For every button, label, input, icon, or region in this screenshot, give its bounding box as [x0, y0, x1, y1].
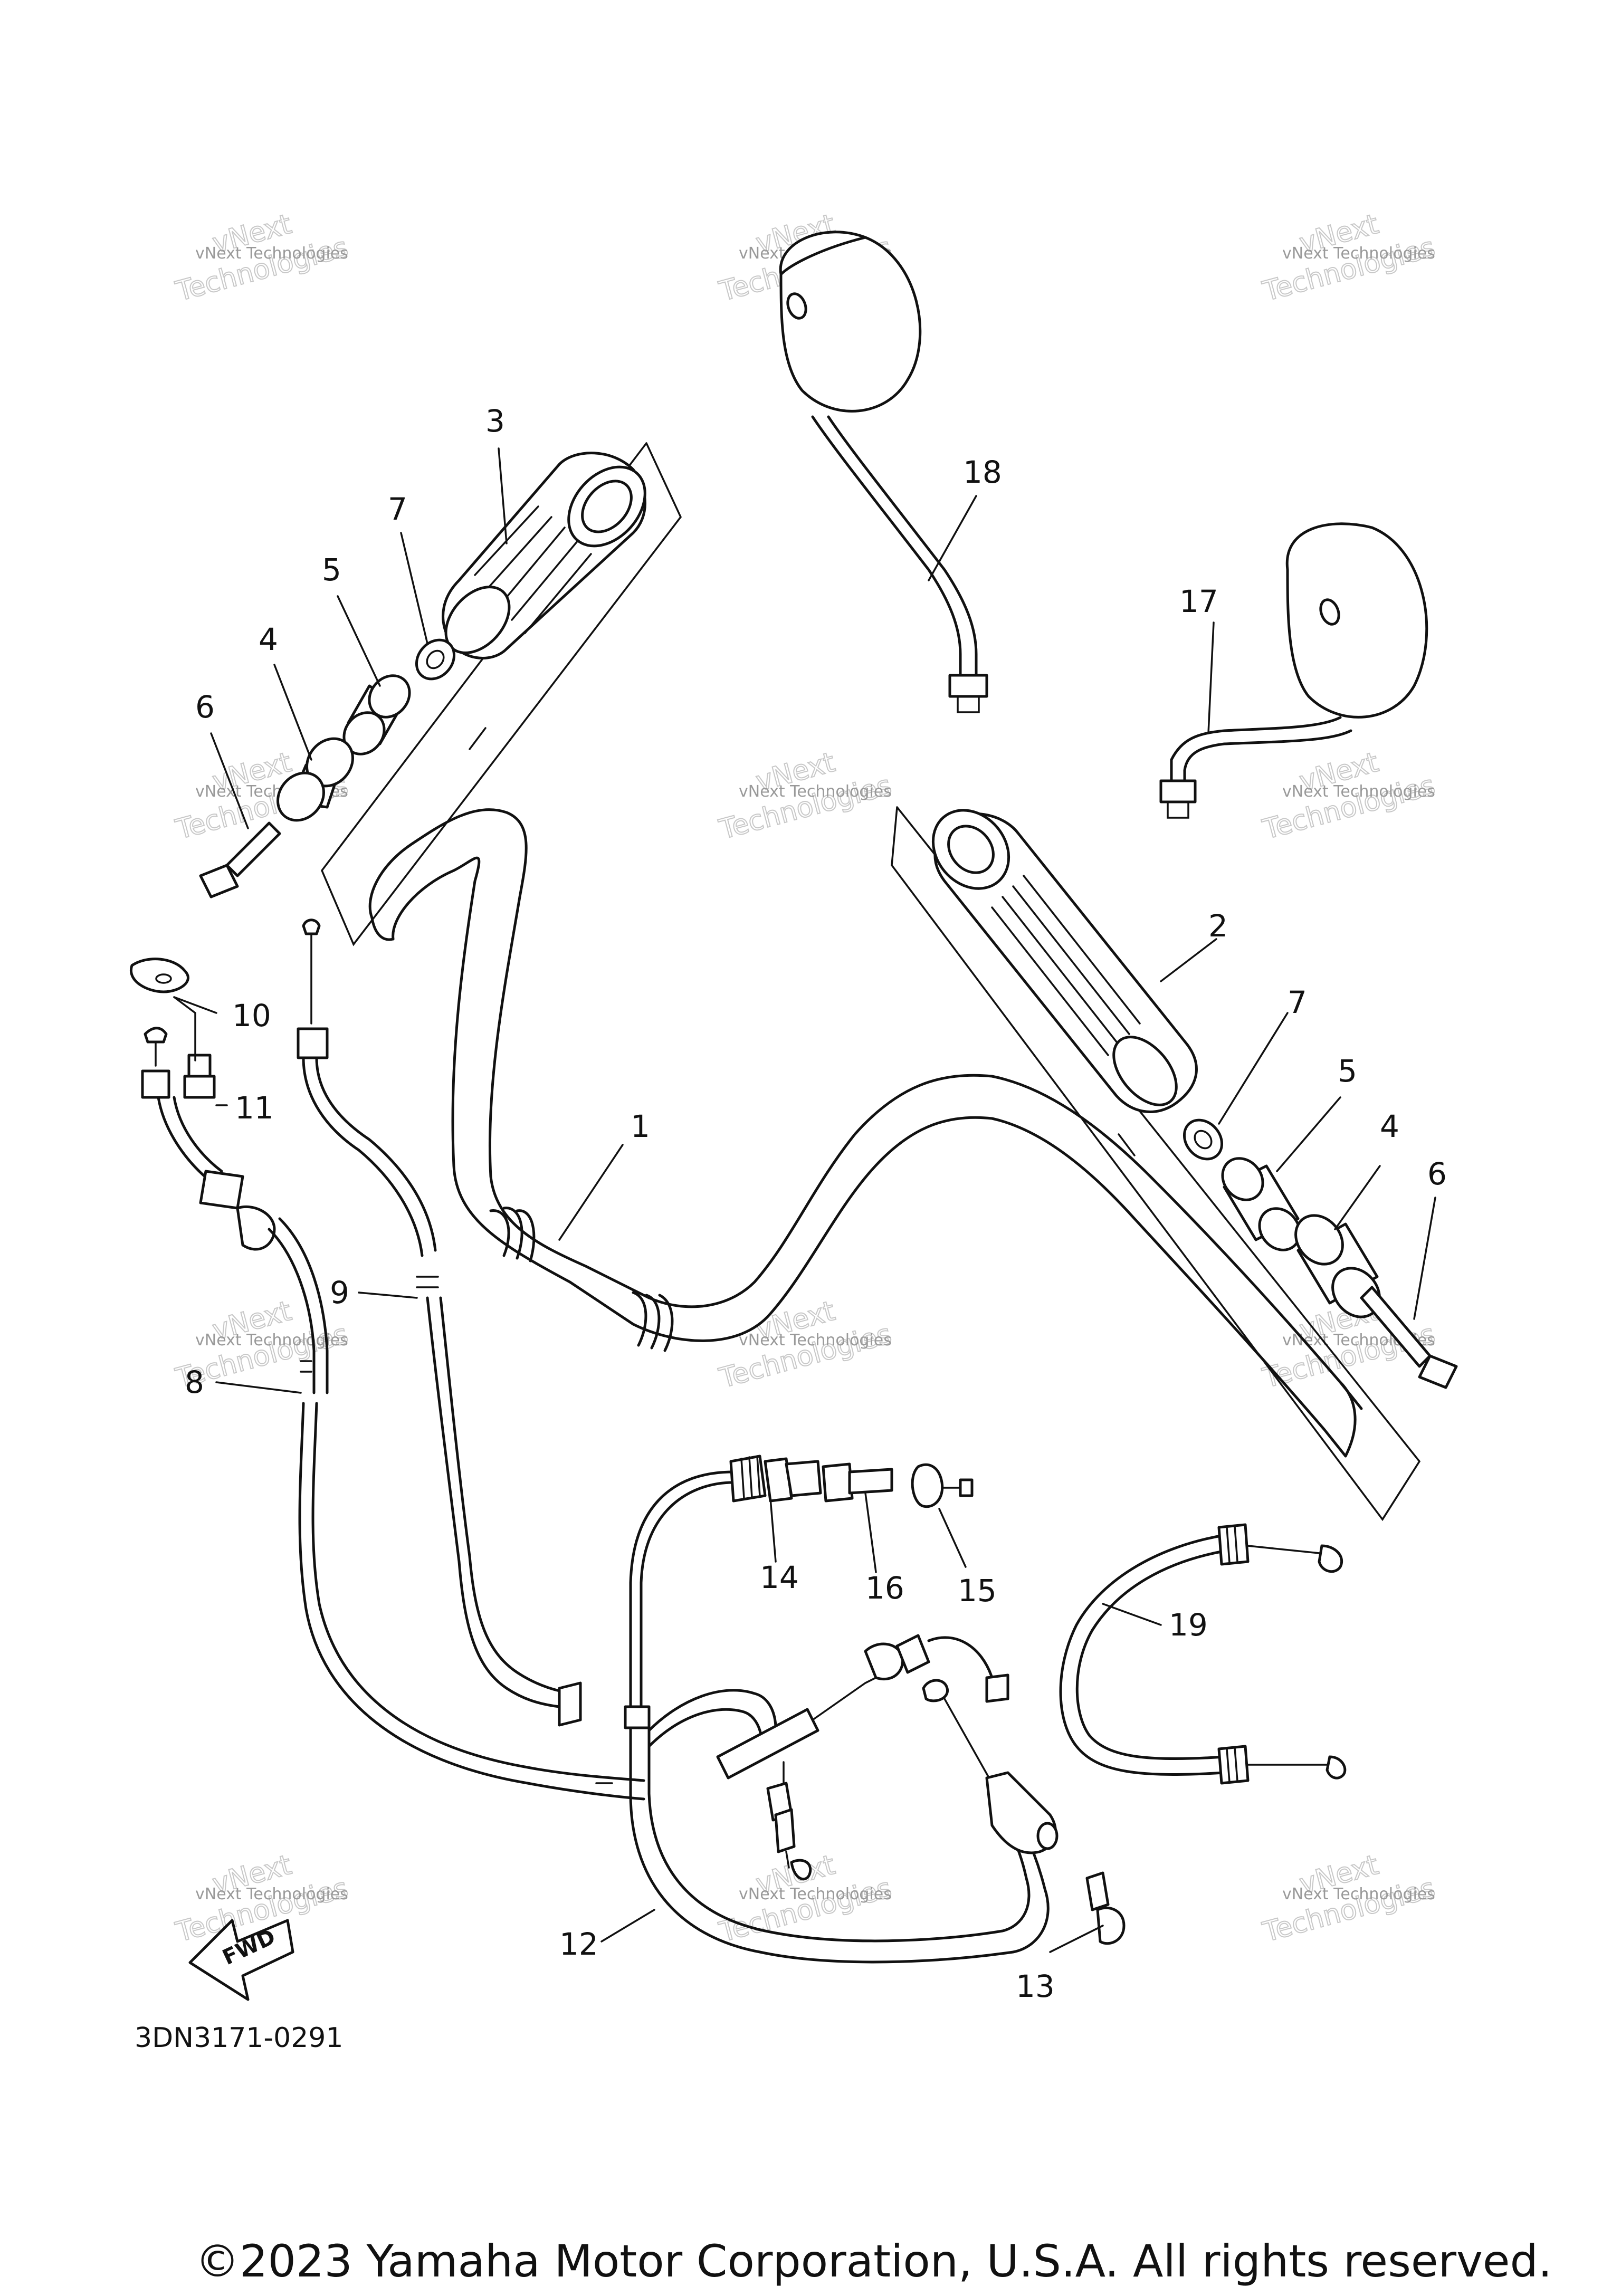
watermark-5: Technologies vNext vNext Technologies [716, 746, 895, 846]
watermark-12: Technologies vNext vNext Technologies [1259, 1849, 1439, 1949]
callout-11: 11 [235, 1090, 274, 1126]
callout-14: 14 [760, 1560, 799, 1595]
svg-text:vNext Technologies: vNext Technologies [1282, 782, 1435, 801]
right-mirror-part-17 [1159, 522, 1428, 819]
svg-text:vNext Technologies: vNext Technologies [1282, 1885, 1435, 1903]
copyright: ©2023 Yamaha Motor Corporation, U.S.A. A… [195, 2235, 1552, 2287]
callout-12: 12 [559, 1926, 598, 1962]
watermark-6: Technologies vNext vNext Technologies [1259, 746, 1439, 846]
callout-8: 8 [185, 1364, 204, 1400]
left-grip-part-3 [442, 452, 646, 659]
left-collar-part-7 [415, 638, 456, 681]
clutch-cable-part-8 [141, 1027, 645, 1801]
screw-part-13 [1085, 1871, 1126, 1945]
adjuster-part-14 [729, 1455, 822, 1503]
throttle-cable-part-9 [297, 919, 582, 1727]
callout-4-right: 4 [1380, 1108, 1399, 1144]
throttle-cable-part-12 [624, 1470, 1059, 1964]
callout-7-right: 7 [1288, 984, 1307, 1020]
callout-2: 2 [1208, 908, 1228, 944]
diagram-code: 3DN3171-0291 [135, 2022, 343, 2054]
svg-text:vNext Technologies: vNext Technologies [195, 1885, 348, 1903]
callout-16: 16 [865, 1570, 904, 1606]
callout-6-left: 6 [195, 689, 215, 725]
callout-4-left: 4 [259, 621, 278, 657]
callout-9: 9 [330, 1275, 349, 1310]
right-collar-part-7 [1183, 1118, 1224, 1161]
callout-5-left: 5 [322, 552, 341, 588]
svg-text:vNext Technologies: vNext Technologies [739, 1331, 892, 1350]
right-bolt-part-6 [1360, 1286, 1458, 1389]
screw-part-11 [183, 1054, 216, 1099]
left-weight-part-4 [276, 737, 354, 822]
cable-part-19 [1059, 1523, 1347, 1785]
callout-7-left: 7 [388, 491, 407, 527]
leader-lines [173, 447, 1436, 1953]
watermark-1: Technologies vNext vNext Technologies [172, 208, 352, 308]
callout-19: 19 [1169, 1607, 1208, 1643]
adjuster-nut-part-16 [822, 1462, 893, 1503]
callout-13: 13 [1016, 1968, 1055, 2004]
callout-17: 17 [1179, 583, 1218, 619]
svg-text:vNext Technologies: vNext Technologies [195, 244, 348, 263]
callout-1: 1 [631, 1108, 650, 1144]
right-weight-part-4 [1294, 1214, 1381, 1318]
callout-6-right: 6 [1427, 1156, 1447, 1192]
callout-10: 10 [232, 998, 271, 1034]
handlebar-part-1 [368, 808, 1363, 1458]
cap-part-15 [911, 1463, 974, 1508]
callout-18: 18 [963, 454, 1002, 490]
right-grip-part-2 [931, 809, 1198, 1113]
callout-5-right: 5 [1338, 1053, 1357, 1089]
left-mirror-part-18 [779, 231, 988, 713]
left-bolt-part-6 [199, 821, 281, 898]
lock-washer-part-10 [129, 958, 189, 993]
svg-text:vNext Technologies: vNext Technologies [195, 1331, 348, 1350]
alignment-frame-left [320, 442, 682, 946]
watermark-3: Technologies vNext vNext Technologies [1259, 208, 1439, 308]
watermark-8: Technologies vNext vNext Technologies [716, 1295, 895, 1395]
right-spacer-part-5 [1221, 1157, 1301, 1251]
svg-text:vNext Technologies: vNext Technologies [739, 782, 892, 801]
callouts: 3 7 5 4 6 18 17 10 11 1 2 7 5 4 6 9 8 14… [185, 403, 1447, 2004]
svg-text:vNext Technologies: vNext Technologies [739, 1885, 892, 1903]
svg-text:vNext Technologies: vNext Technologies [1282, 244, 1435, 263]
alignment-frame-right [891, 806, 1421, 1522]
callout-15: 15 [958, 1573, 997, 1609]
callout-3: 3 [485, 403, 505, 439]
